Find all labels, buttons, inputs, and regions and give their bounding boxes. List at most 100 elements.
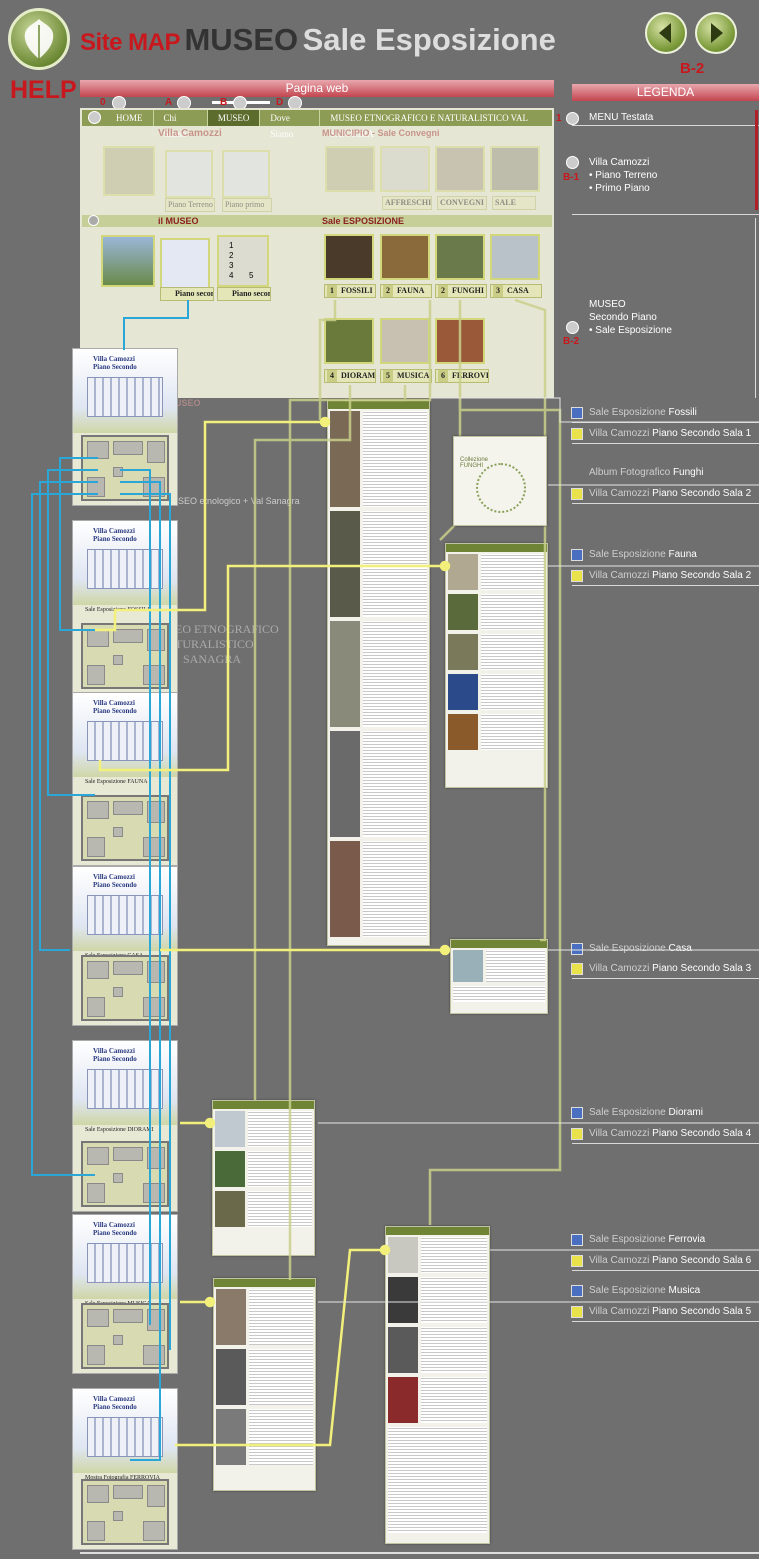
menu-home[interactable]: HOME bbox=[106, 110, 154, 126]
next-button[interactable] bbox=[695, 12, 737, 54]
menu-dove-siamo[interactable]: Dove Siamo bbox=[260, 110, 321, 139]
plan-room bbox=[143, 1521, 165, 1541]
floor-plan[interactable] bbox=[81, 435, 169, 501]
menu-home-marker[interactable] bbox=[88, 111, 101, 124]
panel-label: Mostra Fotografia FERROVIA bbox=[73, 1473, 177, 1487]
legend-entry-prefix: Sale Esposizione bbox=[589, 1234, 666, 1245]
floor-plan[interactable] bbox=[81, 1303, 169, 1369]
panel-label-line: Mostra Fotografia FERROVIA bbox=[85, 1475, 160, 1481]
room-fauna-thumb[interactable] bbox=[380, 234, 430, 280]
panel-title-line: Piano Secondo bbox=[93, 881, 137, 889]
plan-room bbox=[113, 801, 143, 815]
municipio-thumb-3[interactable] bbox=[435, 146, 485, 192]
museo-marker[interactable] bbox=[88, 215, 99, 226]
legend-b1-marker[interactable] bbox=[566, 156, 579, 169]
page-shot-fossili[interactable] bbox=[327, 400, 430, 946]
room-musica-thumb[interactable] bbox=[380, 318, 430, 364]
panel-title-line: Piano Secondo bbox=[93, 363, 137, 371]
webpage-bar: Pagina web bbox=[80, 80, 554, 97]
page-shot-ferrovia[interactable] bbox=[385, 1226, 490, 1544]
legend-entry-main: Fossili bbox=[668, 407, 697, 418]
label-affreschi[interactable]: AFFRESCHI bbox=[382, 196, 432, 210]
legend-entry-prefix: Villa Camozzi bbox=[589, 1306, 650, 1317]
menu-museo[interactable]: MUSEO bbox=[207, 110, 261, 126]
room-ferrovia-label[interactable]: 6FERROVIA7 bbox=[435, 369, 489, 383]
terreno-thumb[interactable] bbox=[165, 150, 213, 198]
legend-divider bbox=[572, 978, 759, 979]
floor-plan[interactable] bbox=[81, 1141, 169, 1207]
room-casa-thumb[interactable] bbox=[490, 234, 540, 280]
floorplan-icon bbox=[571, 428, 583, 440]
page-shot-casa[interactable] bbox=[450, 939, 548, 1014]
plan-room bbox=[113, 987, 123, 997]
legend-divider bbox=[572, 1321, 759, 1322]
room-fauna-num: 2 bbox=[383, 285, 393, 297]
bg-museo: USEO bbox=[175, 398, 201, 408]
prev-button[interactable] bbox=[645, 12, 687, 54]
logo bbox=[8, 8, 70, 70]
municipio-thumb-4[interactable] bbox=[490, 146, 540, 192]
label-convegni[interactable]: CONVEGNI bbox=[437, 196, 487, 210]
label-piano-secondo-1[interactable]: Piano secondo bbox=[160, 287, 214, 301]
arrow-right-icon bbox=[711, 23, 723, 43]
funghi-card[interactable]: Collezione FUNGHI bbox=[453, 436, 547, 526]
legend-entry-prefix: Sale Esposizione bbox=[589, 407, 666, 418]
municipio-thumb-1[interactable] bbox=[325, 146, 375, 192]
legend-divider bbox=[572, 125, 759, 126]
label-sale[interactable]: SALE bbox=[492, 196, 536, 210]
museo-villa-thumb[interactable] bbox=[101, 235, 155, 287]
plan-room bbox=[143, 1345, 165, 1365]
museo-piano-secondo-thumb[interactable] bbox=[160, 238, 210, 290]
primo-thumb[interactable] bbox=[222, 150, 270, 198]
floor-plan[interactable] bbox=[81, 795, 169, 861]
plan-num-5: 5 bbox=[249, 271, 254, 280]
floor-plan[interactable] bbox=[81, 955, 169, 1021]
menu-chi-siamo[interactable]: Chi Siamo bbox=[154, 110, 208, 139]
page-shot-diorami[interactable] bbox=[212, 1100, 315, 1256]
legend-r1-marker[interactable] bbox=[566, 112, 579, 125]
label-piano-terreno[interactable]: Piano Terreno bbox=[165, 198, 215, 212]
room-fossili-thumb[interactable] bbox=[324, 234, 374, 280]
legend-entry-main: Casa bbox=[668, 943, 692, 954]
page-shot-musica[interactable] bbox=[213, 1278, 316, 1491]
villa-thumb[interactable] bbox=[103, 146, 155, 196]
museo-plan-thumb[interactable]: 1 2 3 4 5 bbox=[217, 235, 269, 287]
room-musica-num: 5 bbox=[383, 370, 393, 382]
room-ferrovia-thumb[interactable] bbox=[435, 318, 485, 364]
label-piano-secondo-2[interactable]: Piano secondo bbox=[217, 287, 271, 301]
legend-entry: Villa Camozzi Piano Secondo Sala 4 bbox=[589, 1128, 751, 1139]
municipio-thumb-2[interactable] bbox=[380, 146, 430, 192]
room-funghi-thumb[interactable] bbox=[435, 234, 485, 280]
legend-b2-marker[interactable] bbox=[566, 321, 579, 334]
help-link[interactable]: HELP bbox=[10, 76, 77, 104]
floor-plan[interactable] bbox=[81, 623, 169, 689]
legend-b2-rule bbox=[755, 218, 756, 398]
section-code: B-2 bbox=[680, 60, 705, 77]
page-shot-fauna[interactable] bbox=[445, 543, 548, 788]
plan-room bbox=[113, 441, 143, 455]
marker-b-label: B bbox=[220, 97, 228, 108]
panel-title-line: Villa Camozzi bbox=[93, 873, 135, 881]
legend-b2-code: B-2 bbox=[563, 336, 580, 347]
floor-plan[interactable] bbox=[81, 1479, 169, 1545]
room-diorami-thumb[interactable] bbox=[324, 318, 374, 364]
panel-title-line: Piano Secondo bbox=[93, 535, 137, 543]
label-piano-primo[interactable]: Piano primo bbox=[222, 198, 272, 212]
